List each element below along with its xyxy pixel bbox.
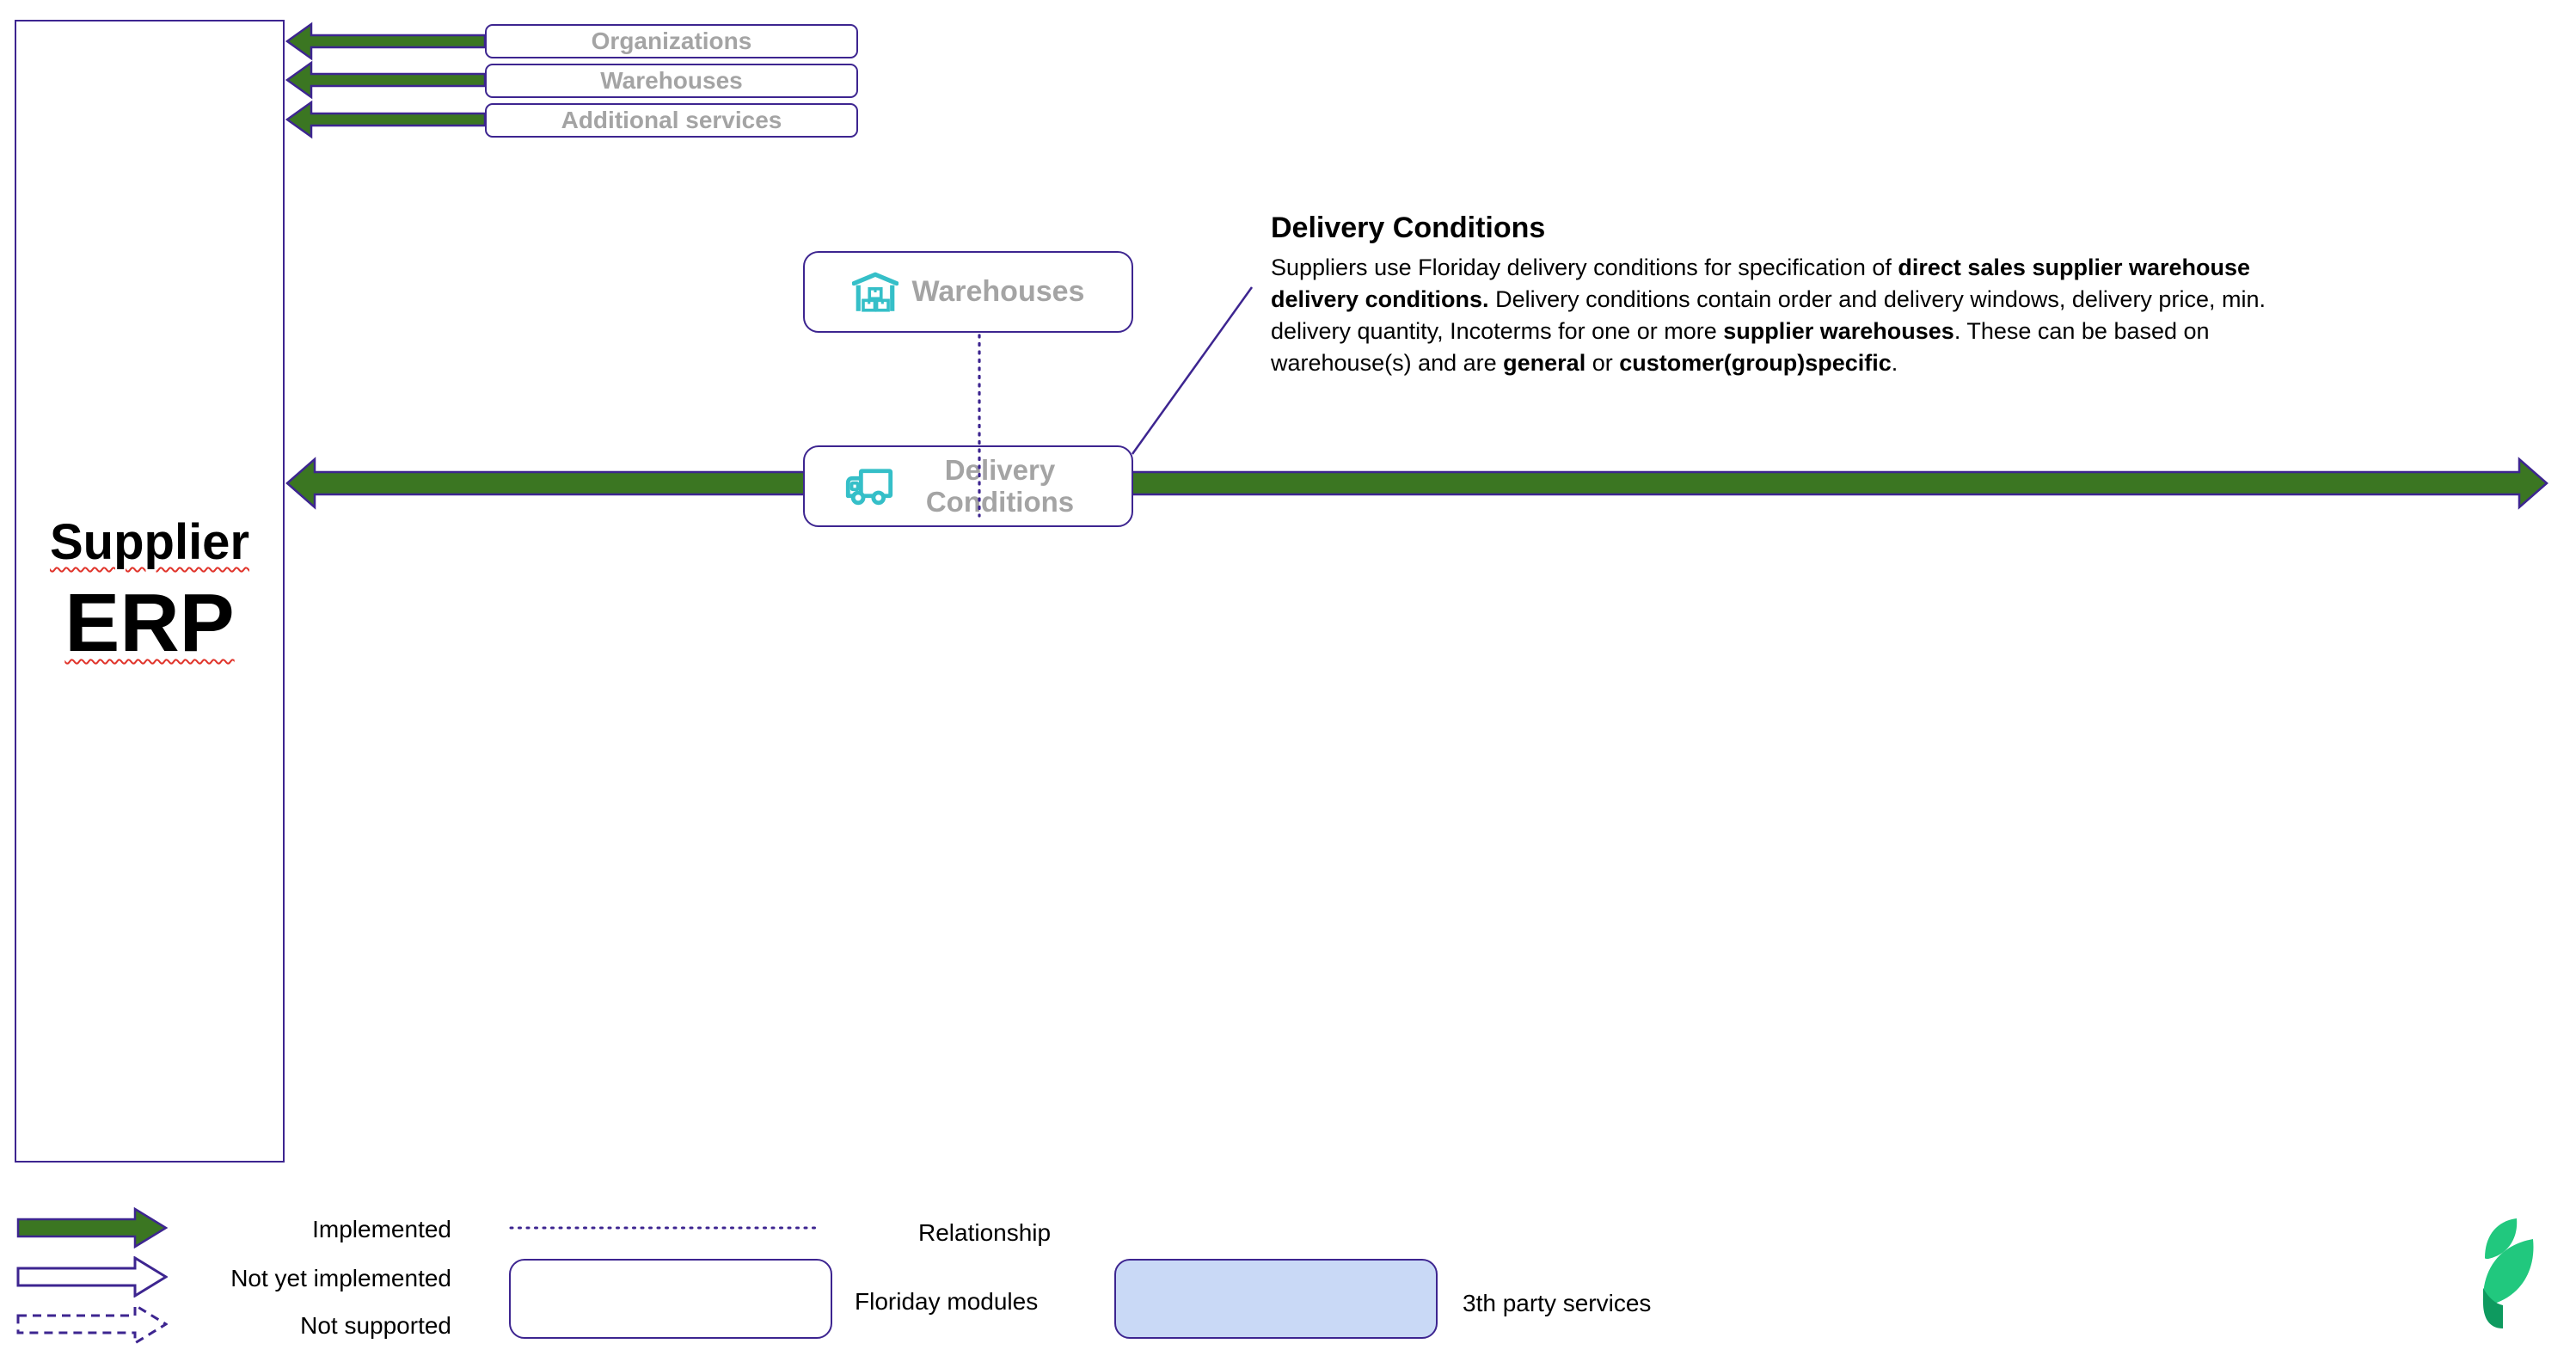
legend-relationship-line xyxy=(509,1226,819,1230)
module-warehouses: Warehouses xyxy=(803,251,1133,333)
legend-not-supported-label: Not supported xyxy=(300,1312,451,1339)
additional-services-label: Additional services xyxy=(561,107,782,133)
organizations-label: Organizations xyxy=(591,28,752,54)
arrow-warehouses xyxy=(285,60,487,100)
module-warehouses-label: Warehouses xyxy=(911,275,1085,309)
warehouses-label: Warehouses xyxy=(600,67,743,94)
legend-not-yet-implemented-arrow xyxy=(16,1256,168,1298)
callout-title: Delivery Conditions xyxy=(1271,212,1546,244)
supplier-label: Supplier xyxy=(49,514,250,570)
legend-third-party-box xyxy=(1114,1259,1438,1339)
supplier-erp-title: Supplier ERP xyxy=(16,513,283,671)
supplier-erp-box: Supplier ERP xyxy=(15,20,285,1163)
connector-label-additional-services: Additional services xyxy=(485,103,858,138)
legend-implemented-label: Implemented xyxy=(312,1216,451,1242)
floriday-logo-icon xyxy=(2482,1218,2534,1328)
legend-third-party-label: 3th party services xyxy=(1463,1290,1652,1316)
arrow-additional-services xyxy=(285,100,487,139)
arrow-delivery-conditions-bidirectional xyxy=(285,457,2548,510)
callout-delivery-conditions: Delivery Conditions Suppliers use Florid… xyxy=(1271,212,2307,379)
truck-icon xyxy=(845,468,892,505)
arrow-organizations xyxy=(285,21,487,61)
legend-not-supported-arrow xyxy=(16,1304,168,1345)
connector-label-warehouses: Warehouses xyxy=(485,64,858,98)
legend-floriday-modules-box xyxy=(509,1259,832,1339)
connector-label-organizations: Organizations xyxy=(485,24,858,58)
legend-relationship-label: Relationship xyxy=(918,1219,1052,1246)
warehouse-icon xyxy=(851,272,899,312)
legend-floriday-modules-label: Floriday modules xyxy=(855,1288,1039,1315)
erp-label: ERP xyxy=(64,577,235,669)
legend-not-yet-implemented-label: Not yet implemented xyxy=(230,1265,451,1291)
module-delivery-conditions: Delivery Conditions xyxy=(803,445,1133,527)
callout-body: Suppliers use Floriday delivery conditio… xyxy=(1271,255,2266,377)
module-delivery-conditions-label: Delivery Conditions xyxy=(925,453,1075,518)
legend-implemented-arrow xyxy=(16,1207,168,1248)
callout-leader-line xyxy=(1131,286,1254,455)
